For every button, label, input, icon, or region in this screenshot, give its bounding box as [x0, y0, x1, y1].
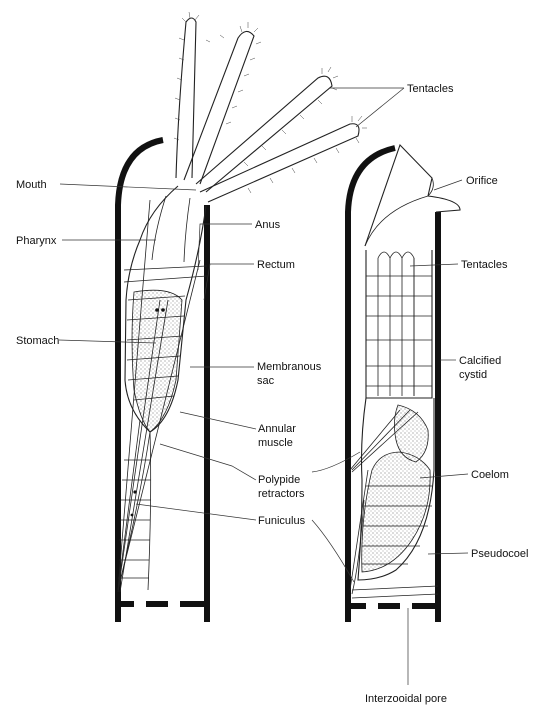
label-pseudocoel: Pseudocoel	[471, 548, 529, 560]
label-tentacles-top: Tentacles	[407, 83, 454, 95]
right-zooid-wall-left	[345, 145, 396, 622]
label-mouth: Mouth	[16, 179, 47, 191]
right-zooid	[345, 143, 461, 622]
label-polypide-retractors-line2: retractors	[258, 488, 305, 500]
label-calcified-cystid-line2: cystid	[459, 369, 487, 381]
left-zooid	[115, 11, 367, 622]
right-orifice	[364, 143, 461, 247]
leader-lines	[58, 87, 469, 685]
label-calcified-cystid-line1: Calcified	[459, 355, 501, 367]
left-polypide-body	[124, 185, 207, 433]
label-rectum: Rectum	[257, 259, 295, 271]
label-tentacles-right: Tentacles	[461, 259, 508, 271]
label-stomach: Stomach	[16, 335, 59, 347]
label-interzooidal-pore: Interzooidal pore	[365, 693, 447, 705]
labels: Mouth Pharynx Stomach Anus Rectum Membra…	[16, 83, 529, 705]
label-orifice: Orifice	[466, 175, 498, 187]
label-annular-muscle-line2: muscle	[258, 437, 293, 449]
right-stomach	[361, 451, 431, 573]
right-tentacle-sheath	[365, 250, 433, 399]
label-polypide-retractors-line1: Polypide	[258, 474, 300, 486]
left-zooid-wall-left	[115, 137, 164, 622]
label-coelom: Coelom	[471, 469, 509, 481]
label-annular-muscle-line1: Annular	[258, 423, 296, 435]
left-tentacle-crown	[173, 11, 367, 203]
label-membranous-sac-line1: Membranous	[257, 361, 322, 373]
label-pharynx: Pharynx	[16, 235, 57, 247]
label-anus: Anus	[255, 219, 281, 231]
label-funiculus: Funiculus	[258, 515, 306, 527]
label-membranous-sac-line2: sac	[257, 375, 275, 387]
